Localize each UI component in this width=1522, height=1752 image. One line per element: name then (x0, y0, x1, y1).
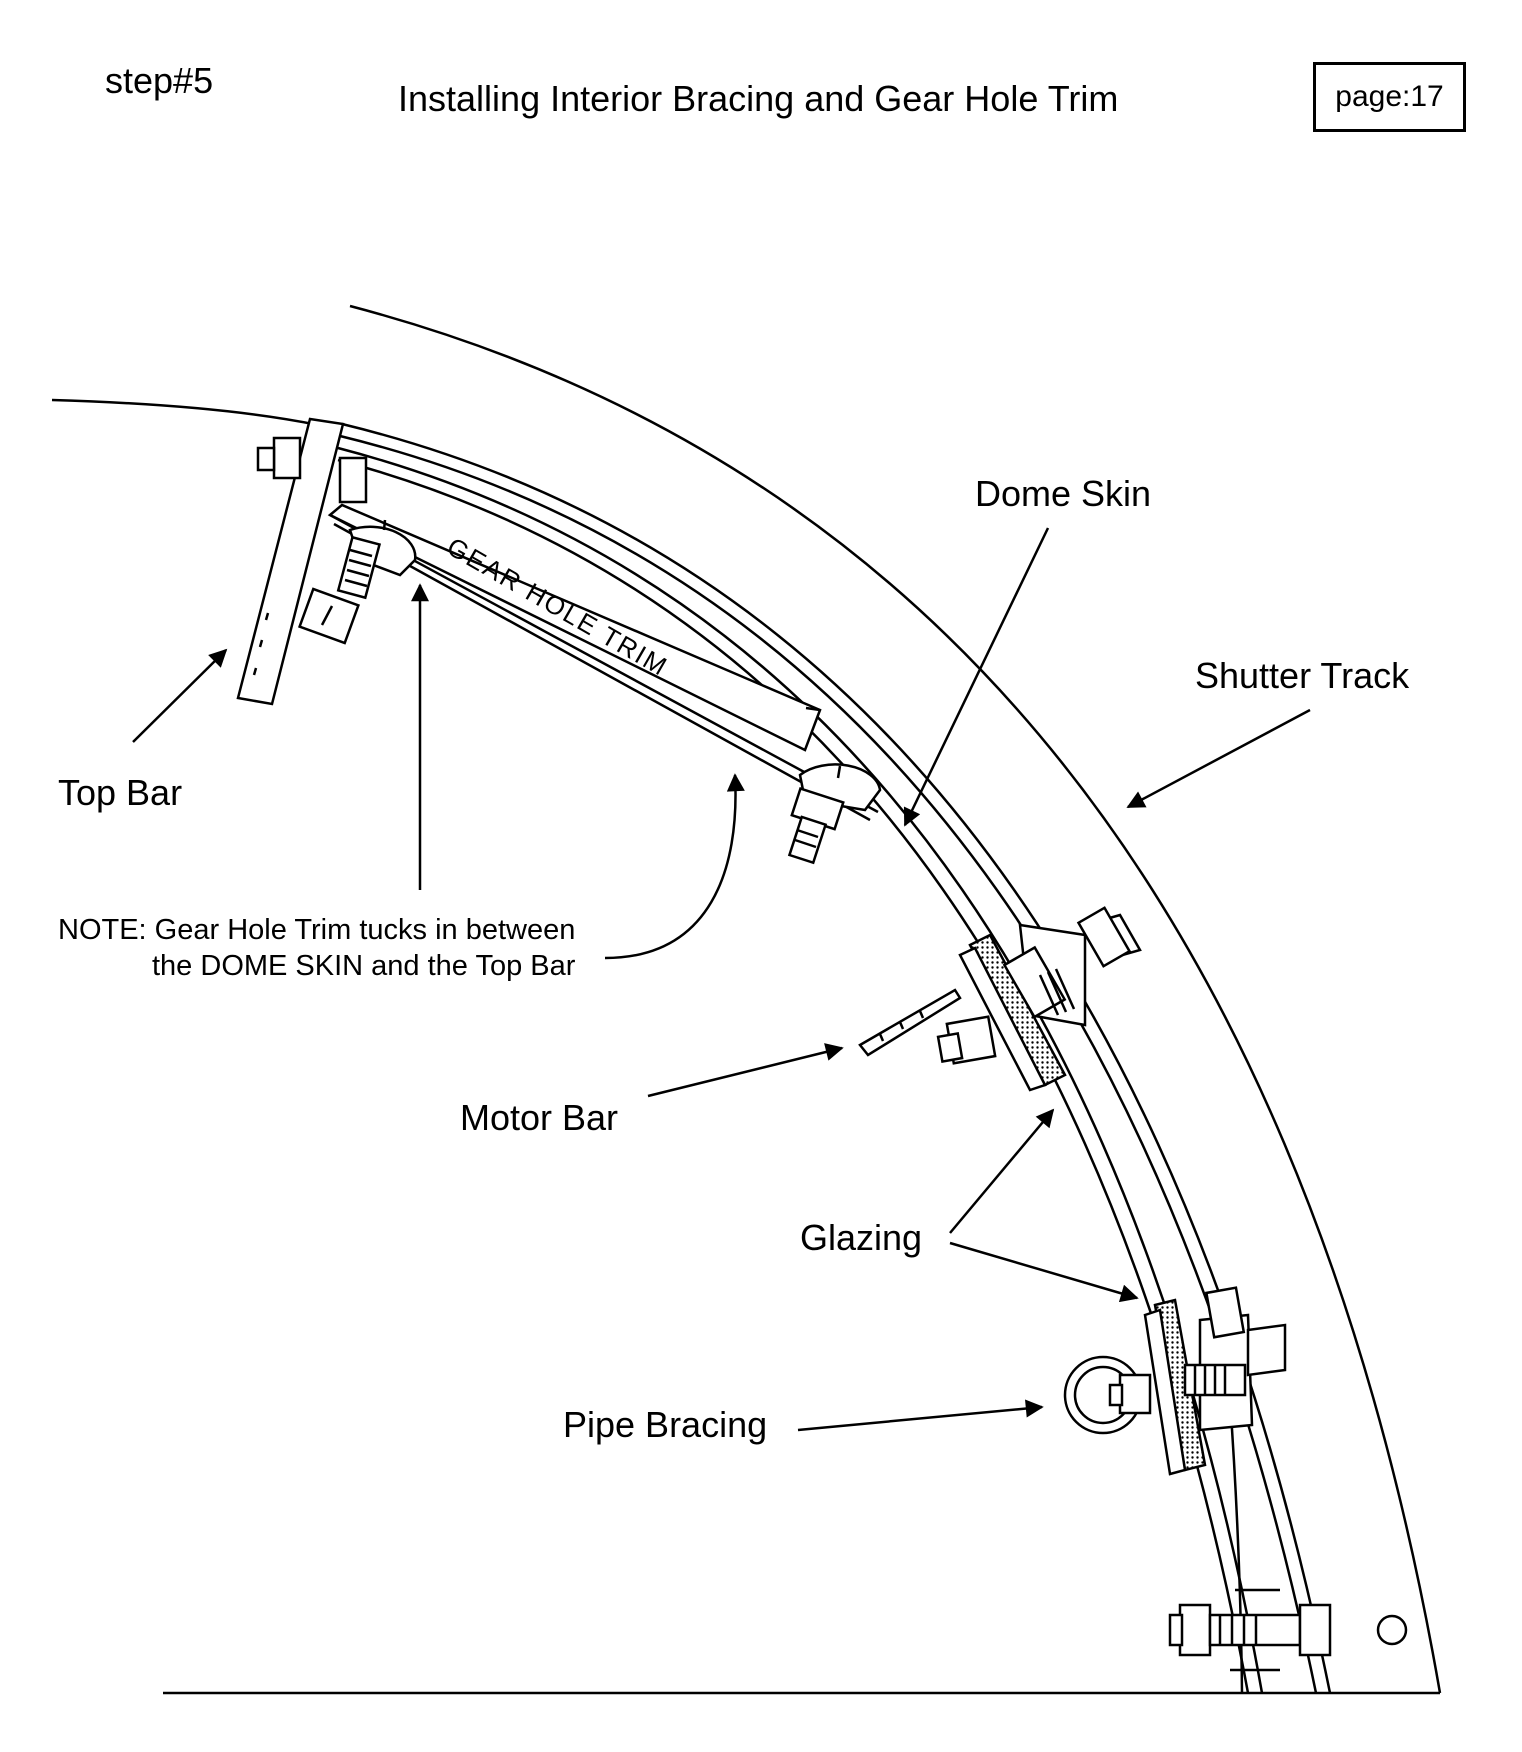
dome-skin-arc-outer (341, 422, 1332, 1694)
top-screw (336, 519, 417, 600)
dome-skin-arrow (903, 527, 1050, 827)
pipe-bracing-arrow (797, 1399, 1044, 1432)
shutter-track-outer-arc (349, 304, 1442, 1694)
top-bar (236, 417, 368, 706)
note-curved-arrow (604, 773, 745, 960)
glazing-arrow-lower (949, 1241, 1139, 1303)
page-title: Installing Interior Bracing and Gear Hol… (398, 78, 1119, 119)
glazing-label: Glazing (800, 1217, 922, 1258)
pipe-bracing-assembly (1063, 1298, 1287, 1476)
pipe-bracing-label: Pipe Bracing (563, 1404, 767, 1445)
track-spacers (1076, 906, 1246, 1339)
page-number-box: page:17 (1313, 62, 1466, 132)
callout-arrows (132, 527, 1311, 1432)
shutter-track-label: Shutter Track (1195, 655, 1410, 696)
motor-bar-assembly (858, 913, 1142, 1092)
motor-bar-label: Motor Bar (460, 1097, 618, 1138)
note-line-2: the DOME SKIN and the Top Bar (152, 950, 576, 982)
shutter-track-arrow (1126, 708, 1311, 809)
top-bar-label: Top Bar (58, 772, 182, 813)
bottom-bolt (1168, 1588, 1408, 1672)
page-number: page:17 (1335, 80, 1444, 113)
gear-hole-trim-label: GEAR HOLE TRIM (442, 531, 674, 682)
note-line-1: NOTE: Gear Hole Trim tucks in between (58, 914, 575, 946)
dome-skin-arc-inner (337, 458, 1250, 1694)
dome-arcs (51, 304, 1442, 1695)
dome-skin-arc-2 (339, 434, 1318, 1694)
motor-bar-arrow (647, 1043, 844, 1098)
dome-skin-label: Dome Skin (975, 473, 1151, 514)
glazing-arrow-upper (949, 1108, 1055, 1234)
dome-left-arc (51, 398, 319, 427)
gear-hole-trim-plate (327, 503, 879, 822)
top-bar-arrow (132, 648, 228, 743)
step-number: step#5 (105, 60, 214, 101)
trim-end-screw (787, 763, 882, 865)
